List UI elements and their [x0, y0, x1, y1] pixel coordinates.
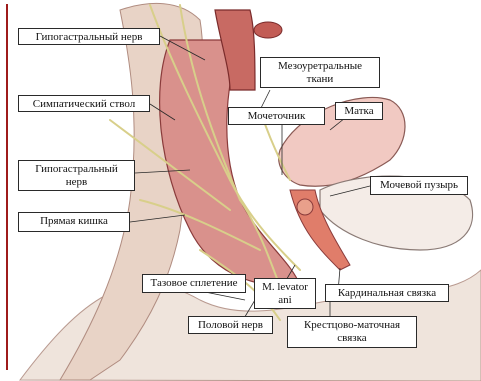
label-cardinal-ligament: Кардинальная связка [325, 284, 449, 302]
ureter-orifice [297, 199, 313, 215]
label-rectum: Прямая кишка [18, 212, 130, 232]
label-pudendal-nerve: Половой нерв [188, 316, 273, 334]
label-pelvic-plexus: Тазовое сплетение [142, 274, 246, 293]
label-sympathetic-trunk: Симпатический ствол [18, 95, 150, 112]
label-levator-ani: M. levator ani [254, 278, 316, 309]
label-hypogastric-nerve-top: Гипогастральный нерв [18, 28, 160, 45]
label-sacrouterine-ligament: Крестцово-маточная связка [287, 316, 417, 348]
label-bladder: Мочевой пузырь [370, 176, 468, 195]
label-mesoureteral-tissue: Мезоуретральные ткани [260, 57, 380, 88]
label-uterus: Матка [335, 102, 383, 120]
label-hypogastric-nerve-mid: Гипогастральный нерв [18, 160, 135, 191]
rectum-opening [254, 22, 282, 38]
label-ureter: Мочеточник [228, 107, 325, 125]
